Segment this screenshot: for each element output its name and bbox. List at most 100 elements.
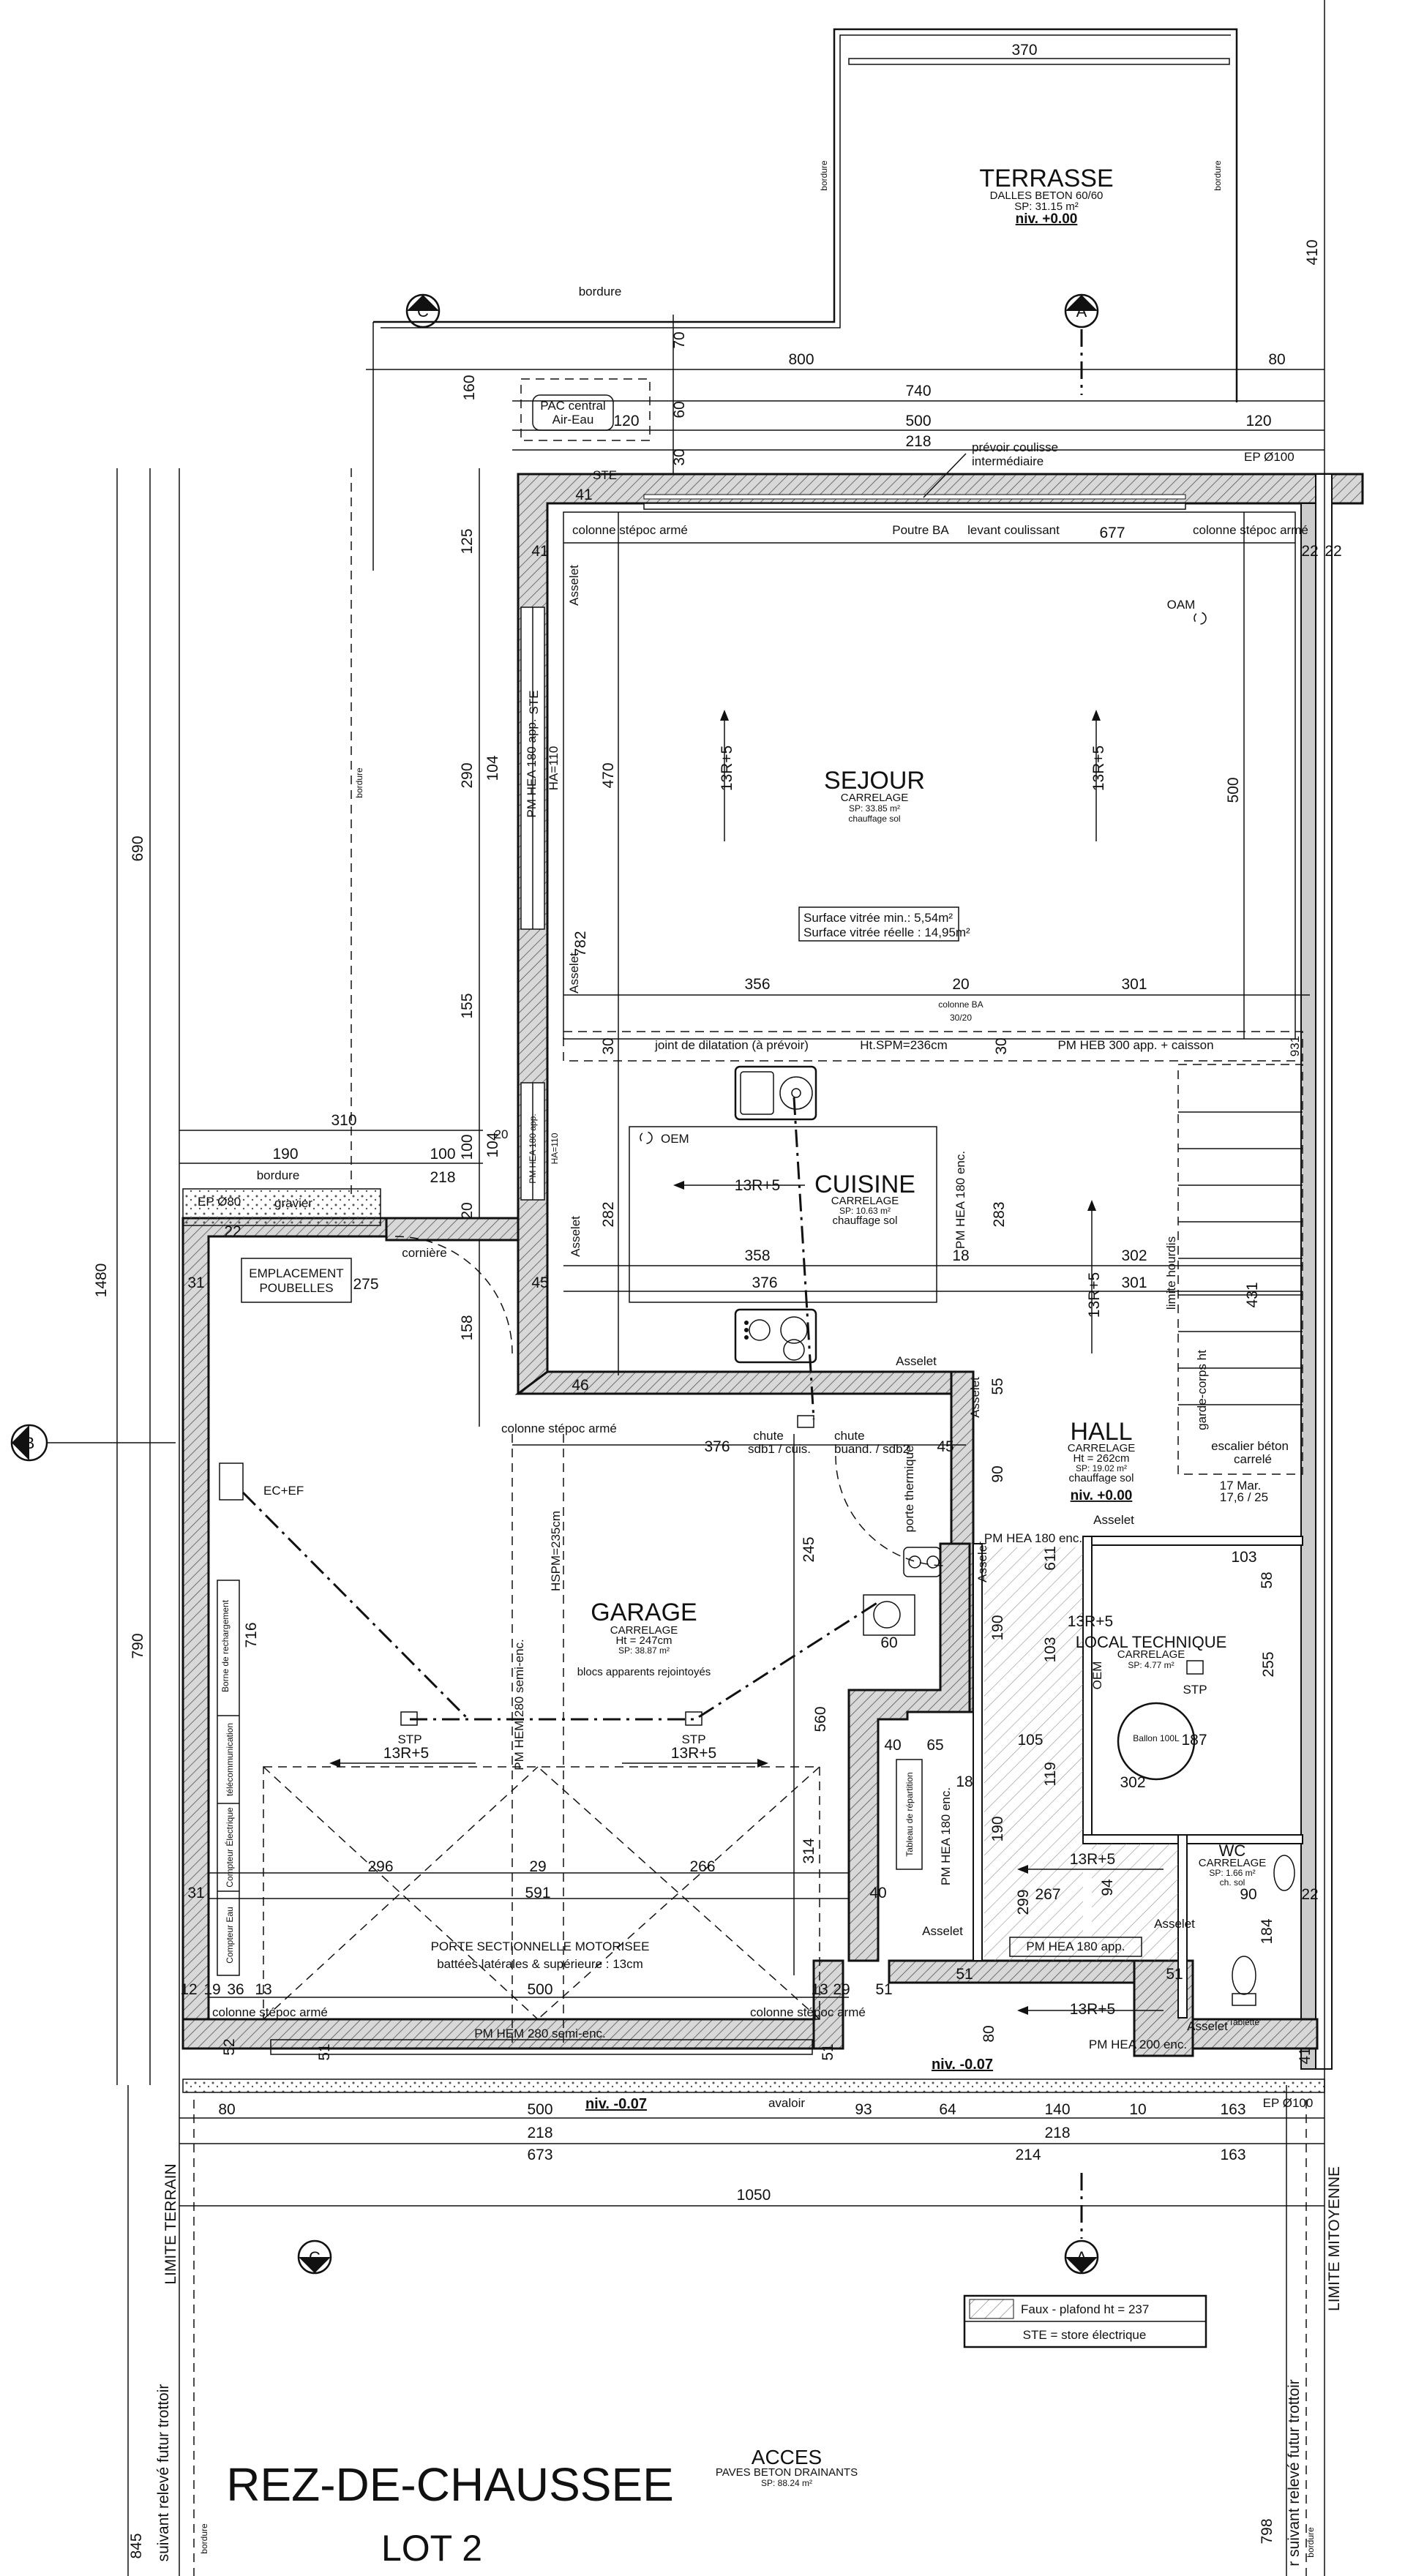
dim-431: 431	[1244, 1282, 1261, 1307]
dim-45-b: 45	[937, 1438, 953, 1455]
dim-31-garage: 31	[187, 1885, 204, 1901]
local-technique: PM HEA 180 enc. Asselet 611 190 103 13R+…	[884, 1531, 1277, 1938]
section-marker-a-bottom: A	[1064, 2173, 1099, 2275]
dim-740: 740	[905, 383, 931, 399]
prevoir-intermediaire: intermédiaire	[972, 454, 1044, 468]
dim-51-c: 51	[820, 2043, 836, 2060]
dim-302-local: 302	[1120, 1774, 1145, 1791]
hspm235: HSPM=235cm	[549, 1511, 563, 1591]
dim-673: 673	[527, 2147, 552, 2163]
terrasse-name: TERRASSE	[979, 165, 1113, 192]
dim-100: 100	[459, 1134, 476, 1160]
terrasse-finish: DALLES BETON 60/60	[990, 189, 1104, 202]
local-finish: CARRELAGE	[1117, 1648, 1185, 1661]
vitree-min: Surface vitrée min.: 5,54m²	[803, 911, 953, 925]
dim-155: 155	[459, 993, 476, 1018]
niv-entry: niv. -0.07	[932, 2057, 993, 2073]
dim-782: 782	[572, 931, 589, 956]
dim-163-b: 163	[1220, 2147, 1245, 2163]
asselet-cuisine-2: Asselet	[968, 1377, 982, 1418]
dim-296: 296	[367, 1858, 393, 1875]
ballon: Ballon 100L	[1133, 1733, 1180, 1743]
asselet-wc-2: Asselet	[1187, 2019, 1228, 2033]
dim-283: 283	[991, 1201, 1008, 1227]
beam-line: 356 20 301 colonne BA 30/20 joint de dil…	[563, 976, 1310, 1062]
asselet-cuisine: Asselet	[896, 1354, 937, 1368]
prevoir-coulisse: prévoir coulisse	[972, 440, 1058, 454]
dim-275: 275	[353, 1276, 378, 1293]
ec-ef: EC+EF	[263, 1484, 304, 1498]
plan-title: REZ-DE-CHAUSSEE	[226, 2458, 674, 2511]
dim-31: 31	[187, 1274, 204, 1291]
colonne-5: colonne stépoc armé	[750, 2005, 866, 2019]
bordure-label: bordure	[579, 285, 622, 298]
dim-190: 190	[989, 1615, 1006, 1640]
pm-hea180-enc-2: PM HEA 180 enc.	[939, 1787, 953, 1885]
stair-arrow-garage-2: 13R+5	[671, 1745, 716, 1762]
svg-text:B: B	[24, 1434, 35, 1452]
stp-3: STP	[1183, 1683, 1207, 1697]
vitree-reelle: Surface vitrée réelle : 14,95m²	[803, 925, 970, 939]
poubelles: POUBELLES	[259, 1281, 333, 1295]
stair-arrow-garage-1: 13R+5	[383, 1745, 429, 1762]
dim-20: 20	[952, 976, 969, 993]
dim-90-wc: 90	[1240, 1886, 1256, 1903]
bordure-poubelles: bordure	[257, 1168, 300, 1182]
garage-extra: blocs apparents rejointoyés	[577, 1666, 711, 1678]
bordure-bottom-left: bordure	[199, 2523, 209, 2554]
pac-label: PAC central	[540, 399, 605, 413]
dim-716: 716	[243, 1622, 260, 1648]
dim-104: 104	[484, 755, 501, 781]
dim-500-garage: 500	[527, 1981, 552, 1998]
gravier: gravier	[274, 1196, 312, 1210]
cuisine-name: CUISINE	[814, 1171, 915, 1198]
dim-80-b: 80	[218, 2101, 235, 2118]
chute-2: chute	[834, 1429, 865, 1443]
escalier-marches: 17 Mar.	[1220, 1479, 1262, 1492]
asselet-2: Asselet	[567, 953, 581, 994]
dim-140: 140	[1044, 2101, 1070, 2118]
dim-120-pac: 120	[613, 413, 639, 429]
asselet-wc: Asselet	[1154, 1917, 1195, 1931]
stair-arrow-entry: 13R+5	[1070, 2001, 1115, 2018]
porte-thermique: porte thermique	[902, 1445, 916, 1532]
dim-218-d: 218	[1044, 2125, 1070, 2141]
dim-266: 266	[689, 1858, 715, 1875]
wc-area: SP: 1.66 m²	[1209, 1868, 1255, 1878]
dim-51-b: 51	[316, 2043, 333, 2060]
dim-30: 30	[671, 448, 688, 465]
dim-51: 51	[875, 1981, 892, 1998]
cuisine-room: CUISINE CARRELAGE SP: 10.63 m² chauffage…	[495, 1065, 1303, 1435]
bottom-dimensions: niv. -0.07 avaloir 80 500 93 64 140 10 1…	[179, 0, 1325, 2576]
pac-unit: PAC central Air-Eau 120	[520, 378, 651, 441]
levant-coulissant: levant coulissant	[967, 523, 1060, 537]
dim-103-local: 103	[1231, 1549, 1256, 1566]
dim-302: 302	[1121, 1247, 1147, 1264]
section-marker-c-top: C	[405, 293, 441, 328]
stair-arrow-local: 13R+5	[1068, 1613, 1113, 1630]
bordure-left: bordure	[354, 767, 364, 798]
terrasse-area: 370 TERRASSE DALLES BETON 60/60 SP: 31.1…	[373, 28, 1321, 402]
oam-label: OAM	[1167, 598, 1196, 612]
svg-text:C: C	[417, 302, 429, 320]
legend-faux-plafond: Faux - plafond ht = 237	[1021, 2302, 1149, 2316]
poutre-ba: Poutre BA	[892, 523, 949, 537]
left-dimensions: 1480 690 790 125 290 155 100 20 158 104 …	[93, 468, 501, 2085]
hall-name: HALL	[1070, 1418, 1132, 1446]
joint-dilatation: joint de dilatation (à prévoir)	[654, 1038, 809, 1052]
asselet-hall-2: Asselet	[975, 1542, 989, 1582]
wc-name: WC	[1219, 1841, 1246, 1860]
hall-height: Ht = 262cm	[1073, 1452, 1129, 1465]
dim-218: 218	[905, 433, 931, 450]
pm-hea180-enc-hall: PM HEA 180 enc.	[984, 1531, 1082, 1545]
dim-22-wc: 22	[1301, 1886, 1318, 1903]
pm-hea180-enc: PM HEA 180 enc.	[953, 1151, 967, 1249]
garage-name: GARAGE	[591, 1599, 697, 1626]
asselet-3: Asselet	[569, 1216, 582, 1257]
dim-163: 163	[1220, 2101, 1245, 2118]
limite-hourdis: limite hourdis	[1164, 1236, 1178, 1310]
entrance: PM HEA 180 app. PM HEA 200 enc. 13R+5 51…	[932, 1937, 1187, 2073]
dim-29-b: 29	[833, 1981, 850, 1998]
local-area: SP: 4.77 m²	[1128, 1660, 1174, 1670]
